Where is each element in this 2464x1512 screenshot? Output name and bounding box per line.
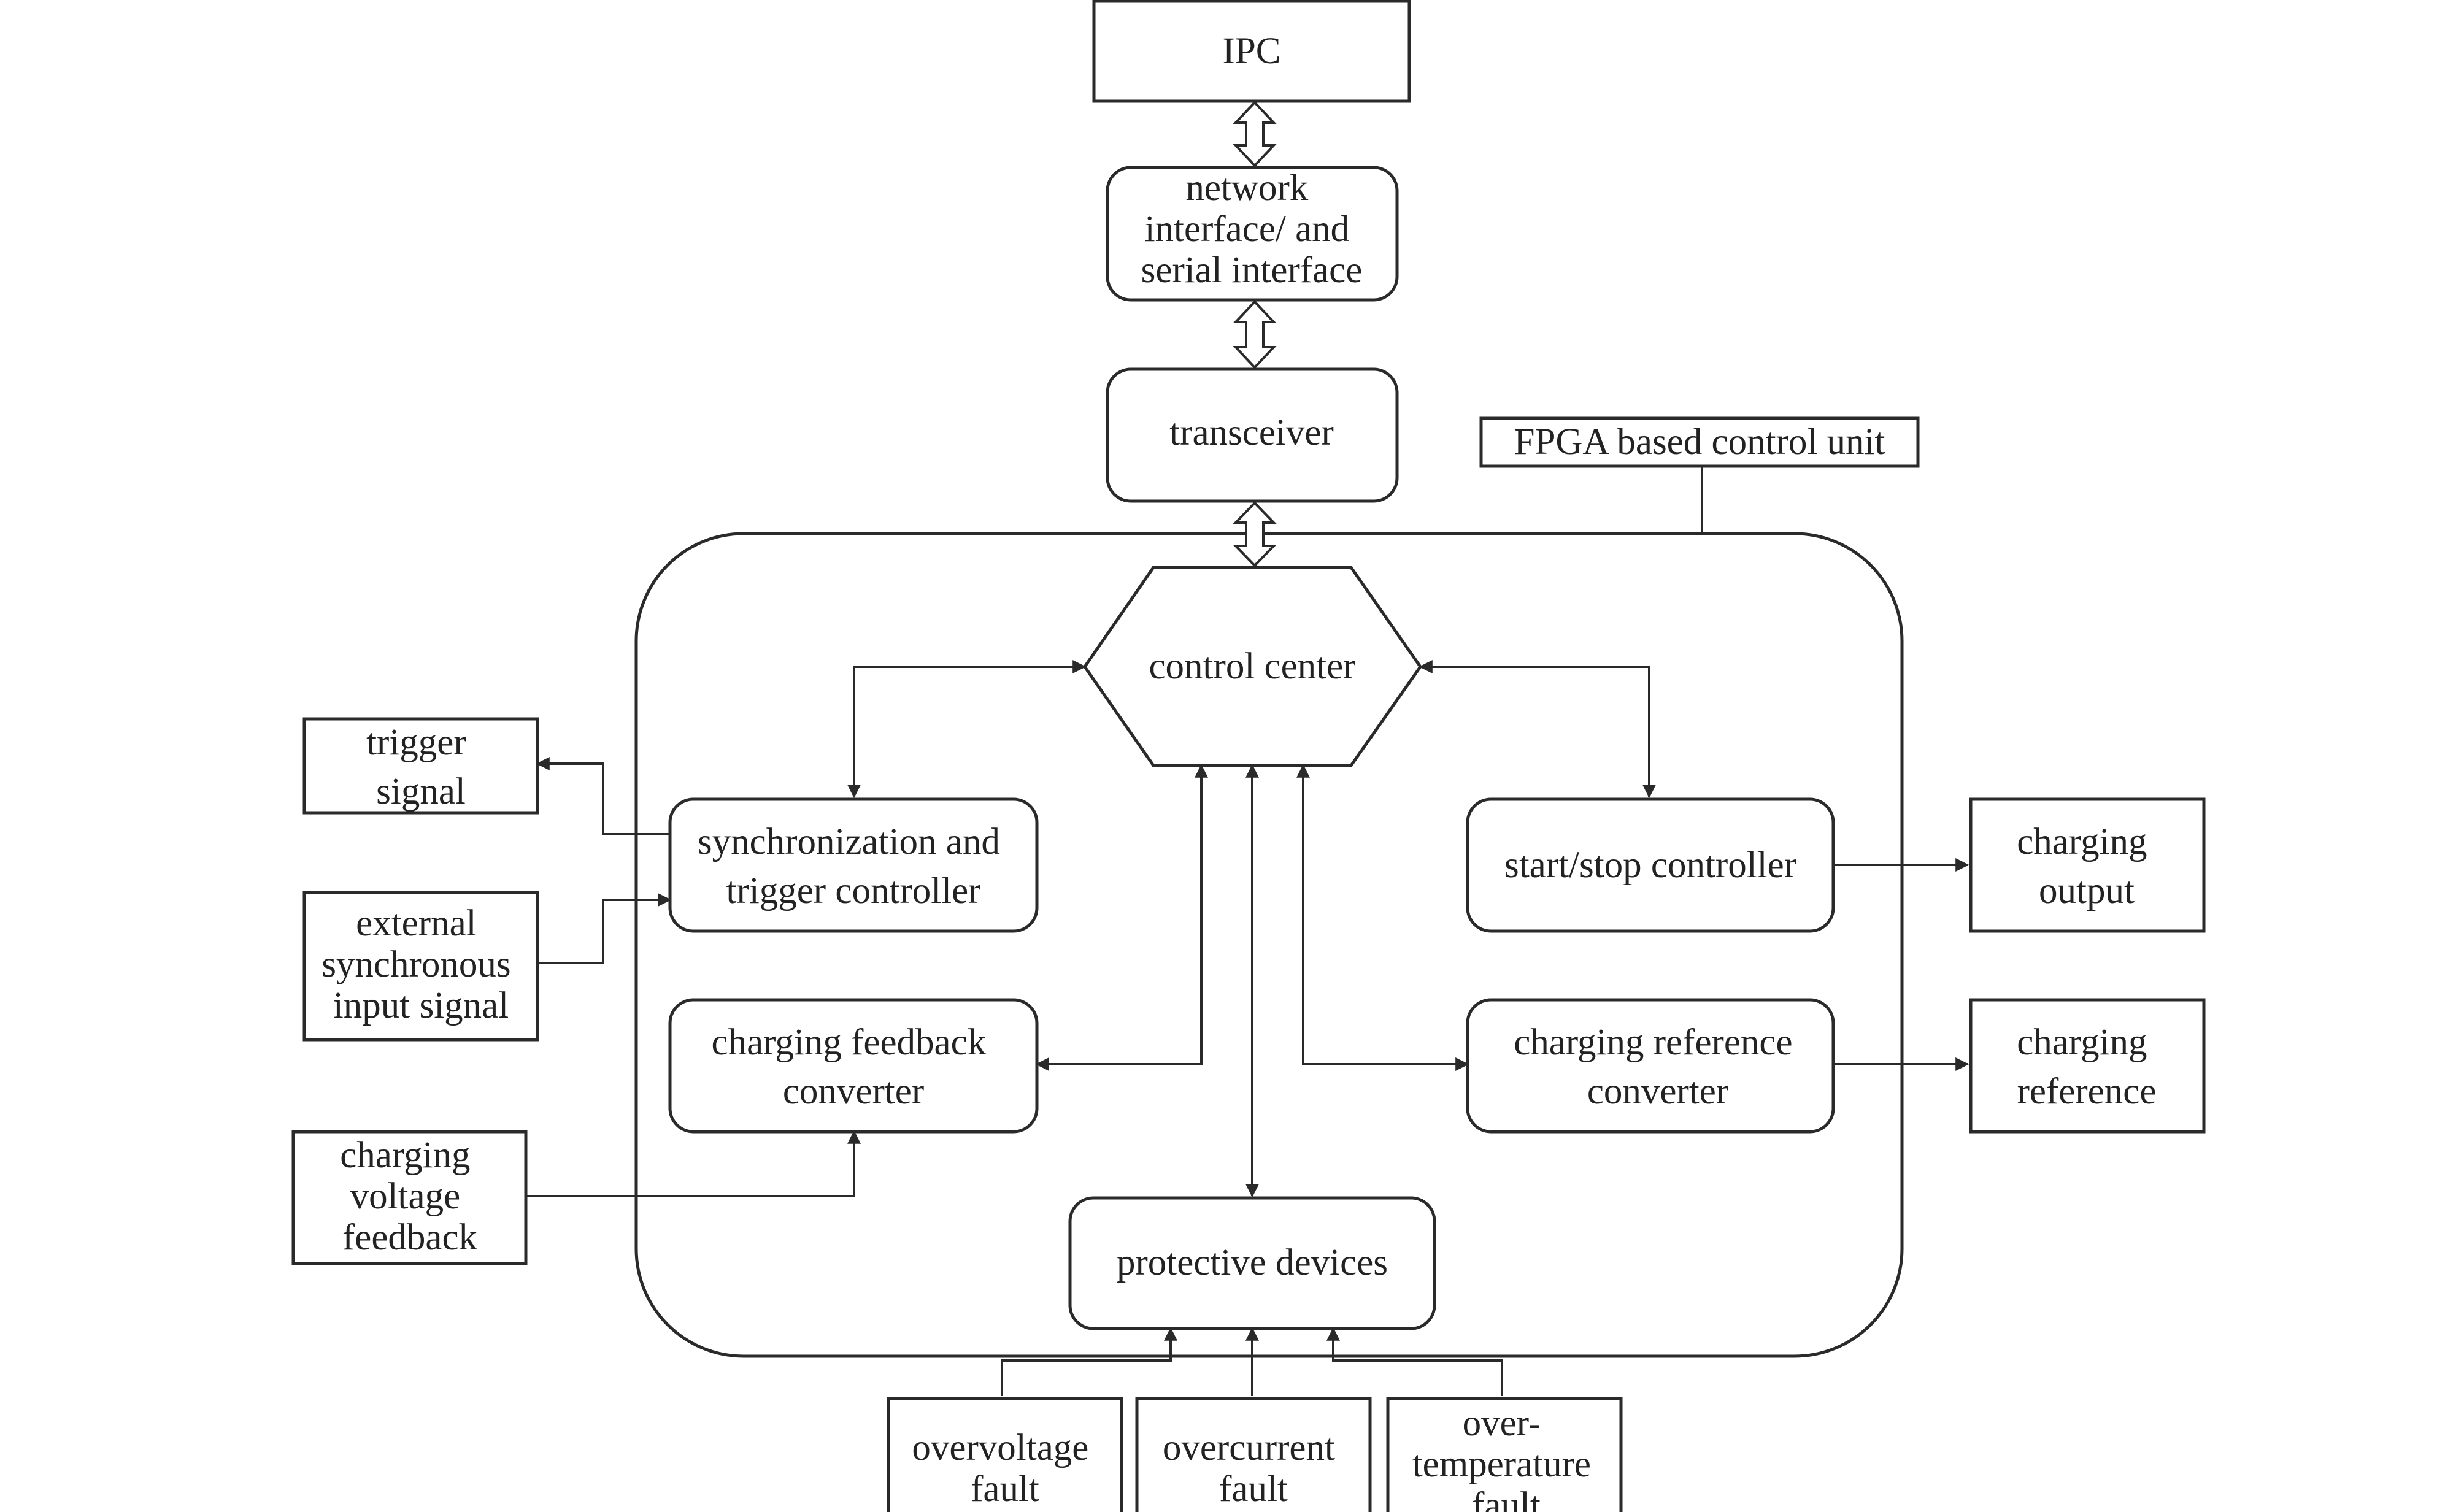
bus-arrow-transceiver-control xyxy=(1233,501,1277,567)
network-interface-line-3: serial interface xyxy=(1141,250,1363,291)
transceiver-label: transceiver xyxy=(1169,412,1334,453)
svg-text:synchronization and trig: synchronization and trigger controller xyxy=(698,821,1009,911)
charging-reference-line-1: charging xyxy=(2017,1022,2147,1063)
wire-sync-trigger xyxy=(536,757,670,835)
charging-output-line-1: charging xyxy=(2017,821,2147,862)
start-stop-label: start/stop controller xyxy=(1504,845,1796,886)
charging-reference-line-2: reference xyxy=(2017,1071,2157,1112)
charging-voltage-feedback-box: charging voltage feedback xyxy=(291,1130,528,1265)
svg-text:charging output: charging output xyxy=(2017,821,2157,911)
bus-arrow-ipc-network xyxy=(1233,101,1277,167)
voltage-feedback-line-2: voltage xyxy=(350,1176,461,1217)
charging-output-box: charging output xyxy=(1969,797,2206,933)
overcurrent-line-1: overcurrent xyxy=(1163,1427,1335,1468)
svg-text:overcurrent fault: overcurrent fault xyxy=(1163,1427,1344,1510)
network-interface-line-1: network xyxy=(1185,167,1308,209)
external-sync-input-box: external synchronous input signal xyxy=(302,891,539,1042)
trigger-signal-line-2: signal xyxy=(376,771,466,812)
wire-voltage-feedback xyxy=(526,1130,861,1197)
control-center-hexagon: control center xyxy=(1082,566,1423,767)
trigger-signal-line-1: trigger xyxy=(366,722,466,763)
wire-control-feedback xyxy=(1035,764,1208,1071)
reference-converter-line-2: converter xyxy=(1587,1071,1728,1112)
sync-trigger-line-2: trigger controller xyxy=(726,870,981,911)
overvoltage-line-2: fault xyxy=(971,1468,1039,1510)
transceiver-box: transceiver xyxy=(1106,367,1399,503)
charging-reference-converter-box: charging reference converter xyxy=(1466,998,1835,1134)
trigger-signal-box: trigger signal xyxy=(302,717,539,815)
svg-text:external synchronous: external synchronous input signal xyxy=(321,903,520,1026)
protective-devices-label: protective devices xyxy=(1117,1242,1388,1283)
bus-arrow-network-transceiver xyxy=(1233,300,1277,369)
wire-control-startstop xyxy=(1419,660,1656,799)
fpga-label: FPGA based control unit xyxy=(1479,416,1920,468)
overtemp-line-2: temperature xyxy=(1412,1444,1591,1485)
svg-text:over- temperature: over- temperature fault xyxy=(1412,1403,1601,1512)
overtemp-line-1: over- xyxy=(1463,1403,1541,1444)
fpga-control-unit-frame xyxy=(634,532,1904,1358)
external-sync-line-3: input signal xyxy=(333,985,509,1026)
overcurrent-fault-box: overcurrent fault xyxy=(1135,1397,1372,1512)
fpga-label-text: FPGA based control unit xyxy=(1514,421,1885,462)
feedback-converter-line-2: converter xyxy=(783,1071,924,1112)
ipc-label: IPC xyxy=(1223,31,1281,72)
start-stop-controller-box: start/stop controller xyxy=(1466,797,1835,933)
charging-feedback-converter-box: charging feedback converter xyxy=(668,998,1039,1134)
charging-output-line-2: output xyxy=(2039,870,2135,911)
wire-control-reference xyxy=(1296,764,1469,1071)
overvoltage-fault-box: overvoltage fault xyxy=(887,1397,1123,1512)
external-sync-line-1: external xyxy=(356,903,476,944)
overtemperature-fault-box: over- temperature fault xyxy=(1386,1397,1623,1512)
sync-trigger-controller-box: synchronization and trigger controller xyxy=(668,797,1039,933)
reference-converter-line-1: charging reference xyxy=(1514,1022,1792,1063)
svg-text:overvoltage fault: overvoltage fault xyxy=(912,1427,1098,1510)
overvoltage-line-1: overvoltage xyxy=(912,1427,1088,1468)
ipc-box: IPC xyxy=(1092,0,1411,103)
control-center-label: control center xyxy=(1149,646,1355,687)
svg-text:trigger signal: trigger signal xyxy=(366,722,475,812)
wire-external-sync xyxy=(537,893,672,964)
svg-text:charging reference conve: charging reference converter xyxy=(1514,1022,1802,1112)
overcurrent-line-2: fault xyxy=(1219,1468,1288,1510)
svg-text:network interface/ and: network interface/ and serial interface xyxy=(1141,167,1363,291)
protective-devices-box: protective devices xyxy=(1068,1196,1436,1330)
wire-overvoltage xyxy=(1001,1327,1177,1396)
network-interface-box: network interface/ and serial interface xyxy=(1106,166,1399,302)
external-sync-line-2: synchronous xyxy=(321,944,510,985)
voltage-feedback-line-3: feedback xyxy=(342,1217,478,1258)
sync-trigger-line-1: synchronization and xyxy=(698,821,1000,862)
voltage-feedback-line-1: charging xyxy=(340,1135,470,1176)
svg-text:charging reference: charging reference xyxy=(2017,1022,2157,1112)
feedback-converter-line-1: charging feedback xyxy=(712,1022,987,1063)
overtemp-line-3: fault xyxy=(1472,1485,1541,1512)
wire-overtemp xyxy=(1326,1327,1503,1396)
svg-text:charging feedback conver: charging feedback converter xyxy=(712,1022,996,1112)
svg-text:charging voltage f: charging voltage feedback xyxy=(340,1135,480,1258)
network-interface-line-2: interface/ and xyxy=(1145,209,1350,250)
charging-reference-box: charging reference xyxy=(1969,998,2206,1134)
wire-control-sync xyxy=(847,660,1087,799)
